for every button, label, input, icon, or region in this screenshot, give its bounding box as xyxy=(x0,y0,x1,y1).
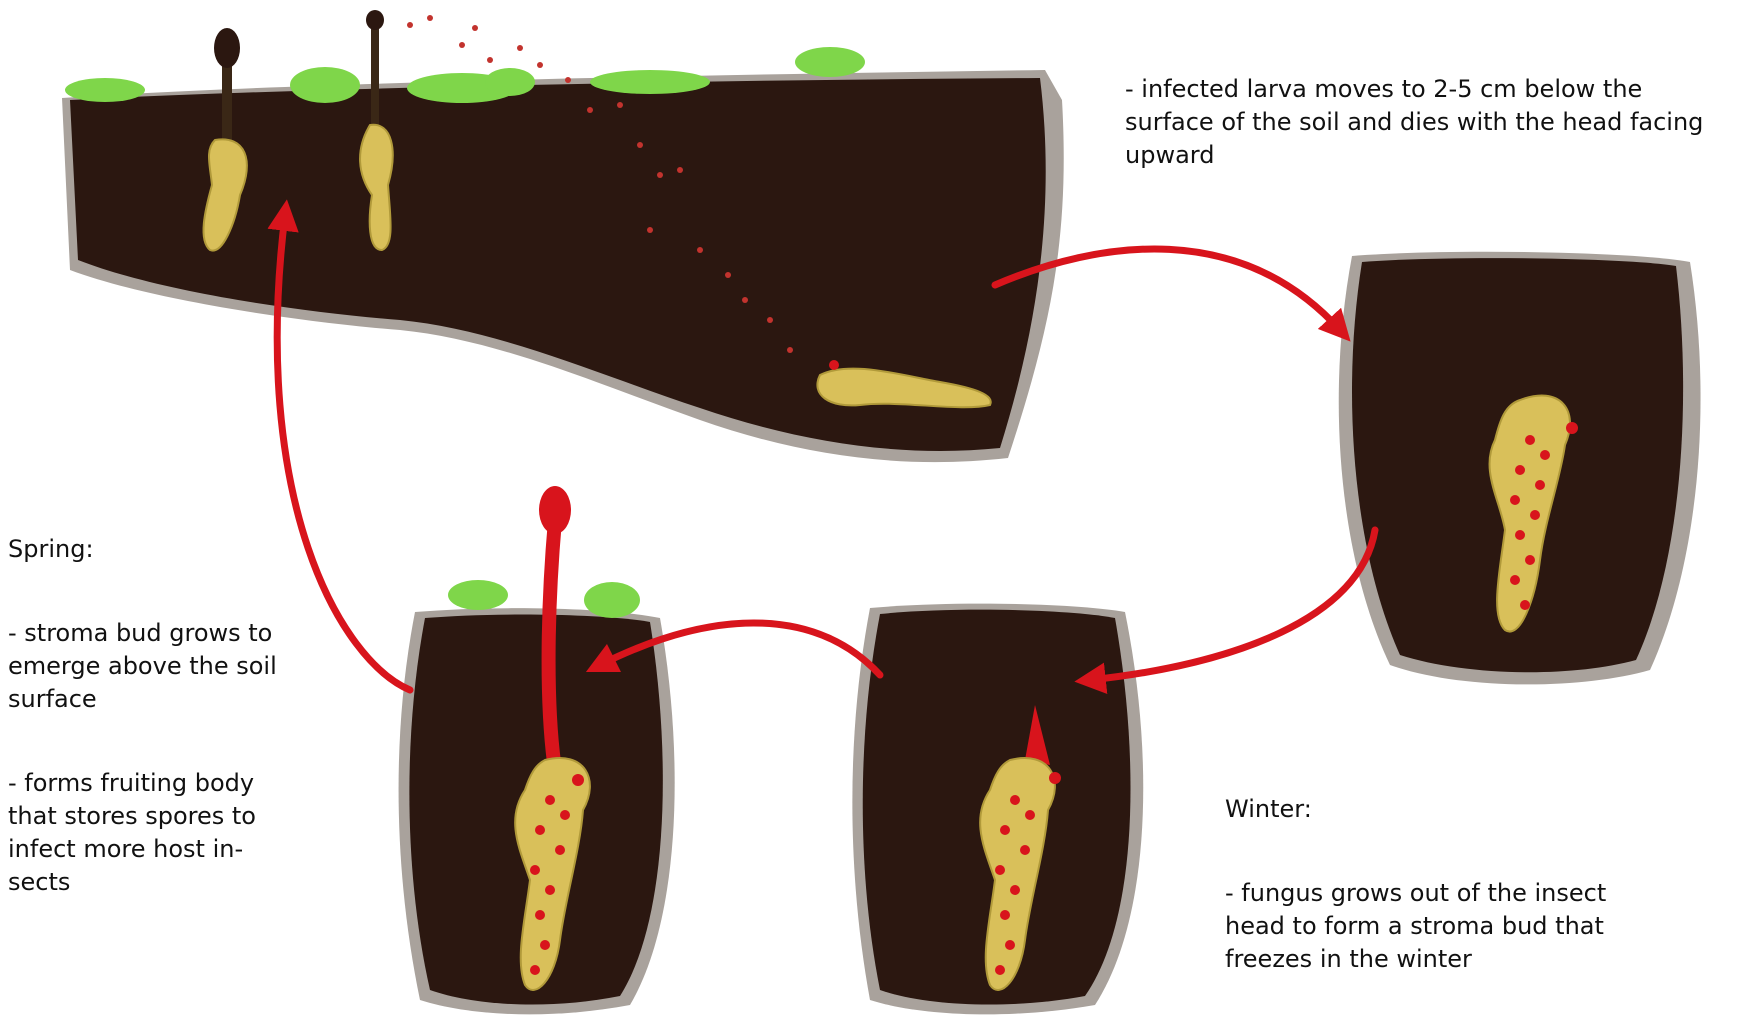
caption-top-line-1: - infected larva moves to 2-5 cm below t… xyxy=(1125,73,1725,172)
caption-winter: Winter: - fungus grows out of the insect… xyxy=(1225,760,1655,1009)
caption-spring: Spring: - stroma bud grows to emerge abo… xyxy=(8,500,293,932)
caption-spring-line-1: - stroma bud grows to emerge above the s… xyxy=(8,617,293,716)
spring-soil-block xyxy=(399,486,675,1014)
caption-spring-title: Spring: xyxy=(8,533,293,566)
winter-soil-block xyxy=(852,604,1143,1015)
caption-winter-title: Winter: xyxy=(1225,793,1655,826)
caption-winter-line-1: - fungus grows out of the insect head to… xyxy=(1225,877,1655,976)
right-soil-block xyxy=(1339,252,1701,685)
caption-infected-larva: - infected larva moves to 2-5 cm below t… xyxy=(1125,40,1725,205)
top-soil-block xyxy=(62,10,1064,462)
caption-spring-line-2: - forms fruiting body that stores spores… xyxy=(8,767,293,899)
